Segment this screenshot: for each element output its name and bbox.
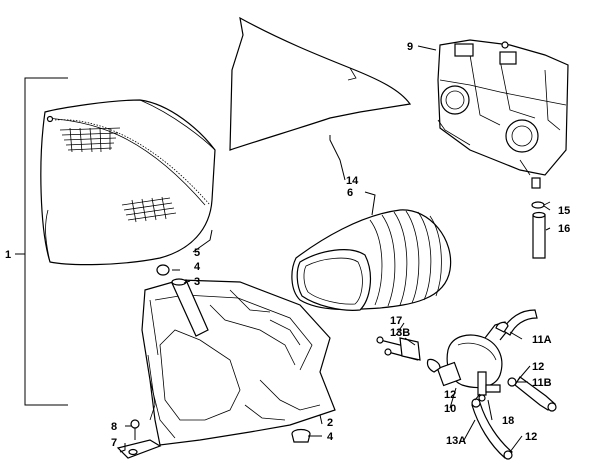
label-5: 5 [194, 247, 200, 259]
label-11b: 11B [532, 377, 552, 389]
cover-mesh-upper [59, 127, 121, 153]
vent-hose-16 [532, 211, 546, 259]
air-silencer-base [141, 279, 336, 446]
label-3: 3 [194, 276, 200, 288]
leader-lines [119, 45, 551, 453]
label-7: 7 [111, 437, 117, 449]
fuel-hose-11a [495, 309, 538, 336]
fuel-hose-13a [471, 398, 513, 460]
label-8: 8 [111, 421, 117, 433]
label-12-left: 12 [444, 389, 456, 401]
label-9: 9 [407, 41, 413, 53]
label-2: 2 [327, 417, 333, 429]
pump-bracket-13b [399, 337, 441, 373]
label-4-lower: 4 [327, 431, 334, 443]
intake-boot [291, 209, 452, 311]
tee-fitting [477, 371, 501, 402]
label-10: 10 [444, 403, 456, 415]
label-11a: 11A [532, 334, 552, 346]
label-12-bottom: 12 [525, 431, 537, 443]
label-14: 14 [346, 175, 359, 187]
mount-bracket [116, 439, 162, 459]
part-labels: 1 2 3 4 4 5 6 7 8 9 10 11A 11B 12 12 12 … [5, 41, 570, 449]
silencer-cover [40, 99, 216, 266]
label-13b: 13B [390, 327, 410, 339]
hose-clamp-15 [531, 201, 551, 209]
fuel-pump [436, 321, 509, 389]
carburetor-assembly [437, 39, 569, 189]
assembly-bracket [15, 77, 68, 406]
label-6: 6 [347, 187, 353, 199]
label-12-right: 12 [532, 361, 544, 373]
cover-mesh-lower [121, 196, 177, 223]
label-15: 15 [558, 205, 570, 217]
label-1: 1 [5, 249, 11, 261]
label-17: 17 [390, 315, 402, 327]
intake-tube [171, 278, 209, 337]
mount-screw [130, 419, 140, 440]
plug-upper [156, 264, 170, 276]
label-4-upper: 4 [194, 261, 201, 273]
filter-sheet [229, 16, 412, 151]
plug-lower [291, 428, 311, 443]
label-18: 18 [502, 415, 514, 427]
label-13a: 13A [446, 435, 466, 447]
label-16: 16 [558, 223, 570, 235]
